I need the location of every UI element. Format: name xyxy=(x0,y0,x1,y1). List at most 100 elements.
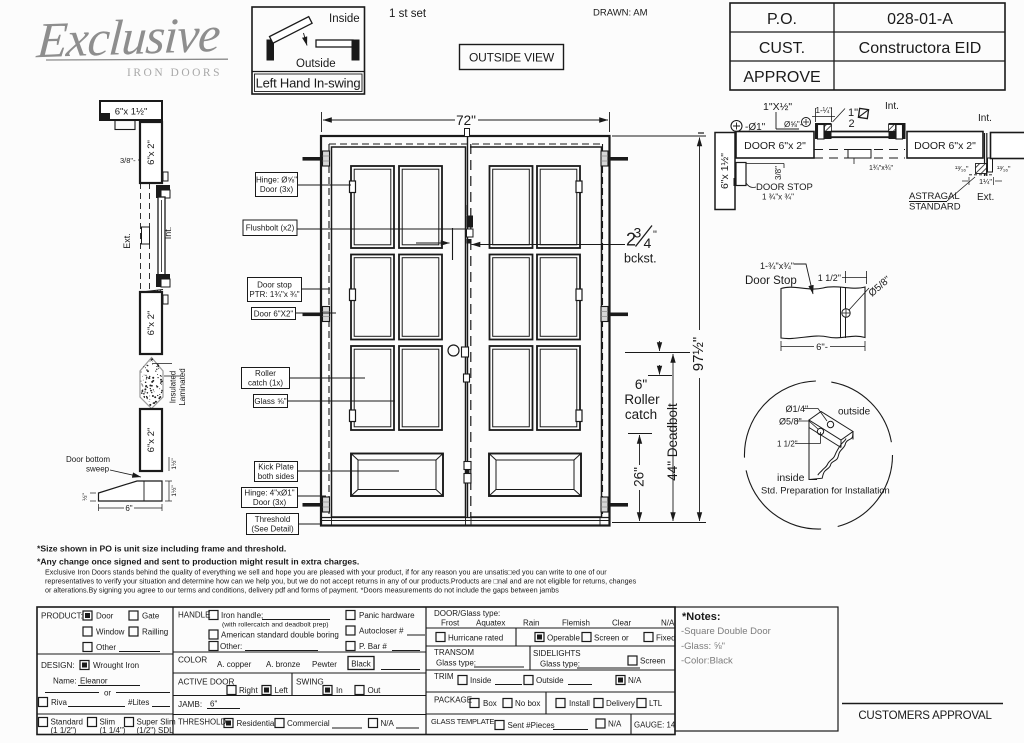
svg-text:American standard double borin: American standard double boring xyxy=(221,631,339,640)
svg-text:Railling: Railling xyxy=(142,628,168,637)
svg-text:DRAWN: AM: DRAWN: AM xyxy=(593,8,648,19)
svg-text:72": 72" xyxy=(456,113,476,128)
svg-text:Ø5/8": Ø5/8" xyxy=(779,417,802,427)
svg-text:Screen or: Screen or xyxy=(594,634,629,643)
svg-text:Panic hardware: Panic hardware xyxy=(359,611,415,620)
svg-text:catch: catch xyxy=(625,407,657,422)
svg-text:Threshold: Threshold xyxy=(255,515,291,524)
svg-text:Clear: Clear xyxy=(612,619,631,628)
svg-text:Ext.: Ext. xyxy=(122,233,132,249)
svg-text:3: 3 xyxy=(634,225,642,241)
svg-text:½": ½" xyxy=(81,492,89,500)
svg-text:STANDARD: STANDARD xyxy=(909,202,961,213)
svg-text:-Glass: ⅝": -Glass: ⅝" xyxy=(681,641,725,652)
svg-text:both sides: both sides xyxy=(258,472,294,481)
svg-text:1-¼": 1-¼" xyxy=(816,106,833,115)
svg-text:Other:: Other: xyxy=(220,642,242,651)
svg-text:Flushbolt (x2): Flushbolt (x2) xyxy=(246,224,295,233)
svg-text:Roller: Roller xyxy=(255,369,276,378)
svg-text:Inside: Inside xyxy=(329,13,360,25)
svg-text:Aquatex: Aquatex xyxy=(476,619,505,628)
svg-text:Door (3x): Door (3x) xyxy=(260,185,294,194)
svg-text:APPROVE: APPROVE xyxy=(743,69,820,86)
svg-text:Left: Left xyxy=(275,686,289,695)
svg-text:Int.: Int. xyxy=(978,113,992,124)
svg-text:outside: outside xyxy=(838,407,871,418)
svg-text:sweep: sweep xyxy=(86,465,110,474)
svg-text:Glass type:: Glass type: xyxy=(436,659,476,668)
svg-text:ASTRAGAL: ASTRAGAL xyxy=(909,191,960,202)
svg-text:No box: No box xyxy=(515,699,540,708)
svg-text:Right: Right xyxy=(239,686,258,695)
svg-text:Glass ⅝": Glass ⅝" xyxy=(254,397,286,406)
svg-text:Sent #Pieces: Sent #Pieces xyxy=(508,721,555,730)
svg-text:Outside: Outside xyxy=(296,58,336,70)
svg-text:*Notes:: *Notes: xyxy=(682,611,721,623)
svg-text:Black: Black xyxy=(351,660,372,669)
svg-text:Wrought Iron: Wrought Iron xyxy=(93,661,139,670)
svg-text:Other: Other xyxy=(96,643,116,652)
svg-text:(1/2") SDL: (1/2") SDL xyxy=(137,726,175,735)
svg-text:DOOR STOP: DOOR STOP xyxy=(756,182,813,193)
svg-text:*Size shown in PO is unit size: *Size shown in PO is unit size including… xyxy=(37,544,286,554)
svg-text:A. bronze: A. bronze xyxy=(266,660,301,669)
svg-text:Hinge: Ø⅝": Hinge: Ø⅝" xyxy=(256,176,297,185)
svg-text:Fixed: Fixed xyxy=(656,634,676,643)
svg-text:N/A: N/A xyxy=(381,719,395,728)
svg-text:P. Bar #: P. Bar # xyxy=(359,642,387,651)
svg-text:Out: Out xyxy=(368,686,382,695)
svg-text:Kick Plate: Kick Plate xyxy=(258,463,294,472)
svg-text:Box: Box xyxy=(483,699,497,708)
svg-text:*Any change once signed and se: *Any change once signed and sent to prod… xyxy=(37,557,359,567)
svg-text:P.O.: P.O. xyxy=(767,11,797,28)
svg-text:Iron handle;: Iron handle; xyxy=(221,611,263,620)
svg-text:3/8"-: 3/8"- xyxy=(120,156,136,165)
svg-text:Rain: Rain xyxy=(523,619,539,628)
svg-text:Std. Preparation for Installat: Std. Preparation for Installation xyxy=(761,485,890,496)
svg-text:Door 6"X2": Door 6"X2" xyxy=(254,309,294,318)
svg-text:6": 6" xyxy=(635,377,648,392)
svg-text:A. copper: A. copper xyxy=(217,660,252,669)
svg-text:4: 4 xyxy=(644,235,652,251)
svg-text:THRESHOLD: THRESHOLD xyxy=(178,718,226,727)
svg-text:6": 6" xyxy=(210,700,217,709)
svg-text:#Lites: #Lites xyxy=(128,698,149,707)
svg-text:6"x 2": 6"x 2" xyxy=(146,311,157,336)
svg-text:1½": 1½" xyxy=(170,458,178,470)
svg-text:(1 1/4"): (1 1/4") xyxy=(100,726,126,735)
svg-text:Roller: Roller xyxy=(624,392,660,407)
svg-text:Name:: Name: xyxy=(53,677,77,686)
svg-text:Door: Door xyxy=(96,612,114,621)
svg-text:representatives to verify your: representatives to verify your situation… xyxy=(45,577,637,586)
svg-text:Commercial: Commercial xyxy=(287,719,330,728)
svg-text:1 1/2": 1 1/2" xyxy=(818,273,841,283)
svg-text:Door bottom: Door bottom xyxy=(66,455,110,464)
svg-text:JAMB:: JAMB: xyxy=(178,700,202,709)
svg-text:PTR: 1¾"x ¾": PTR: 1¾"x ¾" xyxy=(249,290,299,299)
svg-text:HANDLE: HANDLE xyxy=(178,611,210,620)
svg-text:1½": 1½" xyxy=(170,485,178,497)
svg-text:OUTSIDE VIEW: OUTSIDE VIEW xyxy=(469,51,555,65)
svg-text:-Color:Black: -Color:Black xyxy=(681,656,733,667)
svg-text:bckst.: bckst. xyxy=(624,252,657,266)
svg-text:DESIGN:: DESIGN: xyxy=(41,661,75,670)
svg-text:DOOR/Glass type:: DOOR/Glass type: xyxy=(434,609,500,618)
svg-text:Window: Window xyxy=(96,628,125,637)
svg-text:1-¾"x¾": 1-¾"x¾" xyxy=(760,261,794,271)
svg-text:Residential: Residential xyxy=(237,719,277,728)
svg-text:SIDELIGHTS: SIDELIGHTS xyxy=(533,649,581,658)
svg-text:Frost: Frost xyxy=(441,619,460,628)
svg-text:2: 2 xyxy=(849,118,855,130)
svg-text:or alterations.By signing you: or alterations.By signing you agree to o… xyxy=(45,586,559,595)
svg-text:44" Deadbolt: 44" Deadbolt xyxy=(665,403,680,481)
svg-text:6": 6" xyxy=(125,504,132,513)
svg-text:6"x 2": 6"x 2" xyxy=(146,428,157,453)
svg-text:1 ¾"x ¾": 1 ¾"x ¾" xyxy=(762,193,794,202)
svg-text:PRODUCT:: PRODUCT: xyxy=(41,612,83,621)
svg-text:N/A: N/A xyxy=(661,619,675,628)
svg-text:Exclusive Iron Doors stands be: Exclusive Iron Doors stands behind the q… xyxy=(45,568,607,577)
svg-text:Door stop: Door stop xyxy=(257,281,292,290)
svg-text:GAUGE: 14: GAUGE: 14 xyxy=(634,721,676,730)
svg-text:Int.: Int. xyxy=(885,101,899,112)
svg-text:DOOR 6"x 2": DOOR 6"x 2" xyxy=(914,140,976,152)
